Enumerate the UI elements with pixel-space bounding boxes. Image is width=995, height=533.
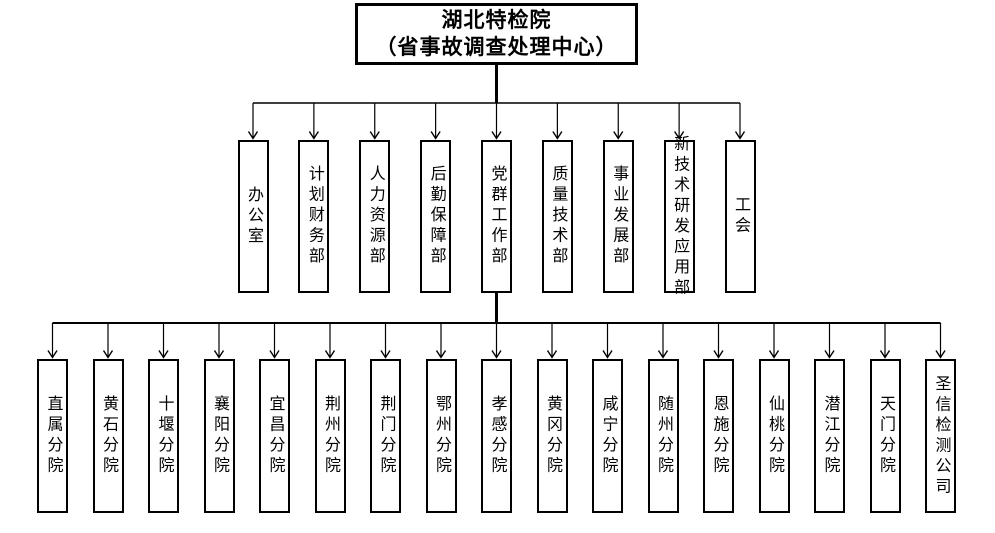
branch-node-label: 潜江分院 — [821, 395, 839, 477]
branch-node: 荆州分院 — [314, 359, 346, 513]
connector-line — [102, 350, 114, 359]
branch-node-label: 孝感分院 — [488, 395, 506, 477]
branch-node-label: 圣信检测公司 — [932, 374, 950, 498]
connector-line — [713, 350, 724, 359]
branch-node-label: 黄石分院 — [100, 395, 117, 477]
root-title-line2: （省事故调查处理中心） — [375, 35, 618, 59]
department-node: 工会 — [724, 140, 756, 293]
department-node-label: 工会 — [732, 196, 749, 237]
connector-line — [269, 350, 280, 359]
department-node-label: 党群工作部 — [488, 165, 506, 268]
org-node-root: 湖北特检院 （省事故调查处理中心） — [355, 3, 638, 65]
branch-node: 潜江分院 — [814, 359, 845, 513]
department-node-label: 办公室 — [245, 185, 262, 248]
connector-line — [380, 350, 391, 359]
branch-node: 天门分院 — [869, 359, 901, 513]
branch-node: 仙桃分院 — [758, 359, 790, 513]
department-node: 新技术研发应用部 — [663, 135, 695, 299]
branch-node-label: 咸宁分院 — [599, 395, 617, 477]
connector-line — [491, 131, 502, 140]
connector-line — [369, 131, 380, 140]
branch-node-label: 黄冈分院 — [544, 395, 561, 477]
branch-node-label: 直属分院 — [44, 395, 62, 477]
connector-line — [657, 350, 669, 359]
connector-line — [879, 350, 891, 359]
branch-node: 孝感分院 — [481, 359, 512, 513]
connector-line — [324, 350, 336, 359]
branch-node-label: 仙桃分院 — [766, 395, 783, 477]
branch-node: 恩施分院 — [703, 359, 734, 513]
branch-node-label: 鄂州分院 — [433, 395, 450, 477]
department-node-label: 人力资源部 — [366, 165, 384, 268]
department-node-label: 新技术研发应用部 — [671, 134, 689, 299]
connector-line — [613, 131, 624, 140]
department-node-label: 计划财务部 — [305, 165, 323, 268]
branch-node: 直属分院 — [37, 359, 68, 513]
connector-line — [824, 350, 835, 359]
department-node-label: 质量技术部 — [549, 165, 567, 268]
department-node: 质量技术部 — [541, 140, 573, 293]
department-node: 事业发展部 — [602, 140, 634, 293]
branch-node-label: 荆门分院 — [377, 395, 395, 477]
department-node: 党群工作部 — [481, 140, 512, 293]
connector-line — [674, 131, 685, 140]
connector-line — [491, 350, 502, 359]
branch-node: 鄂州分院 — [425, 359, 457, 513]
branch-node: 襄阳分院 — [203, 359, 235, 513]
branch-node-label: 荆州分院 — [322, 395, 339, 477]
department-node-label: 事业发展部 — [610, 165, 628, 268]
root-title-line1: 湖北特检院 — [441, 8, 552, 32]
department-node-label: 后勤保障部 — [427, 165, 445, 268]
connector-line — [768, 350, 780, 359]
branch-node: 宜昌分院 — [259, 359, 290, 513]
branch-node: 咸宁分院 — [592, 359, 623, 513]
department-node: 办公室 — [237, 140, 269, 293]
connector-line — [734, 131, 746, 140]
branch-node-label: 十堰分院 — [155, 395, 173, 477]
connector-line — [213, 350, 225, 359]
connector-line — [602, 350, 613, 359]
branch-node: 黄石分院 — [92, 359, 124, 513]
connector-line — [47, 350, 58, 359]
connector-line — [430, 131, 441, 140]
department-node: 后勤保障部 — [420, 140, 452, 293]
branch-node-label: 宜昌分院 — [266, 395, 284, 477]
branch-node: 圣信检测公司 — [925, 359, 956, 513]
connector-line — [247, 131, 259, 140]
branch-node-label: 恩施分院 — [710, 395, 728, 477]
connector-line — [546, 350, 558, 359]
connector-line — [435, 350, 447, 359]
branch-node: 随州分院 — [647, 359, 679, 513]
department-node: 计划财务部 — [298, 140, 330, 293]
branch-node: 荆门分院 — [370, 359, 401, 513]
branch-node-label: 天门分院 — [877, 395, 894, 477]
branch-node-label: 随州分院 — [655, 395, 672, 477]
department-node: 人力资源部 — [359, 140, 391, 293]
branch-node: 十堰分院 — [148, 359, 179, 513]
branch-node: 黄冈分院 — [536, 359, 568, 513]
connector-line — [935, 350, 946, 359]
branch-node-label: 襄阳分院 — [211, 395, 228, 477]
connector-line — [552, 131, 563, 140]
connector-line — [158, 350, 169, 359]
connector-line — [308, 131, 319, 140]
